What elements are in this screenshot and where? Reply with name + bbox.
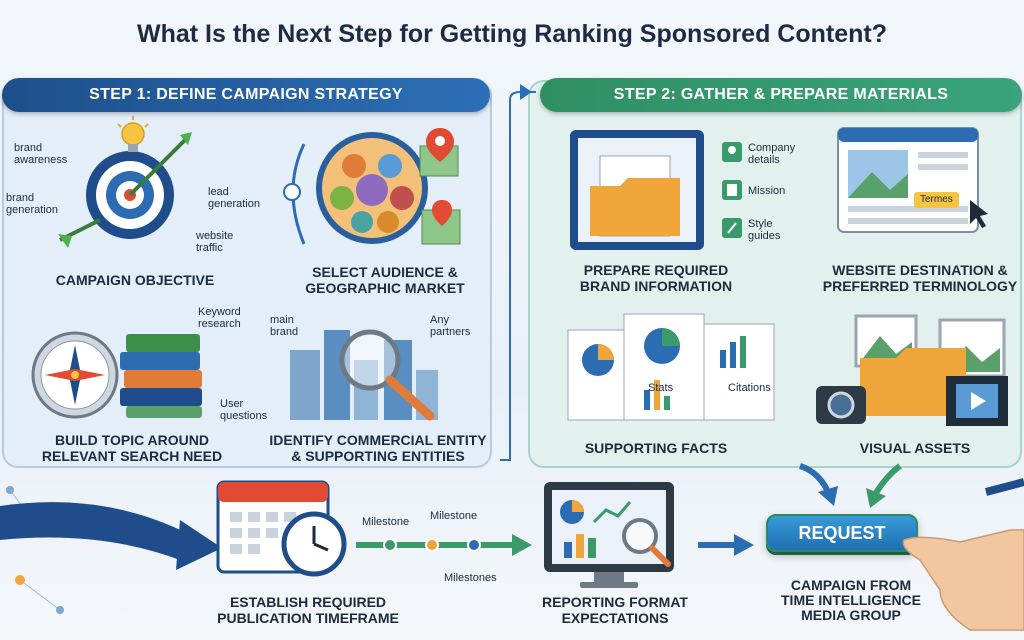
style-guides-icon (722, 218, 742, 238)
step1-banner: STEP 1: DEFINE CAMPAIGN STRATEGY (2, 78, 490, 112)
audience-label: SELECT AUDIENCE & GEOGRAPHIC MARKET (305, 264, 465, 296)
mission-icon (722, 180, 742, 200)
request-button[interactable]: REQUEST (766, 514, 918, 552)
stats-label: Stats (648, 382, 674, 394)
style-guides-label: Style guides (748, 218, 781, 242)
report-monitor-icon (544, 482, 674, 588)
lead-generation-label: lead generation (208, 186, 260, 210)
timeframe-label: ESTABLISH REQUIRED PUBLICATION TIMEFRAME (217, 594, 399, 626)
topic-label: BUILD TOPIC AROUND RELEVANT SEARCH NEED (41, 432, 223, 464)
milestone-1-label: Milestone (362, 516, 410, 528)
visuals-label: VISUAL ASSETS (859, 440, 971, 456)
milestones-label: Milestones (444, 572, 497, 584)
brand-generation-label: brand generation (6, 192, 58, 216)
arrow-to-request (698, 534, 754, 556)
facts-label: SUPPORTING FACTS (584, 440, 728, 456)
terms-tag: Termes (914, 192, 959, 208)
partners-label: Any partners (430, 314, 471, 338)
map-pin-icon (419, 128, 459, 177)
request-campaign-label: CAMPAIGN FROM TIME INTELLIGENCE MEDIA GR… (781, 577, 921, 623)
target-icon (58, 132, 192, 248)
company-details-icon (722, 142, 742, 162)
website-window-icon (837, 127, 988, 233)
milestone-timeline (356, 534, 532, 556)
pointing-hand-icon (902, 529, 1024, 631)
page-title: What Is the Next Step for Getting Rankin… (136, 20, 887, 48)
city-magnifier-icon (290, 329, 438, 421)
network-swoosh-icon (0, 486, 222, 614)
audience-globe-icon (316, 132, 428, 244)
refresh-arrows-icon (283, 143, 306, 245)
arrows-into-request (799, 463, 1024, 508)
map-icon (421, 200, 461, 245)
citations-label: Citations (728, 382, 771, 394)
mission-label: Mission (748, 185, 786, 197)
brand-awareness-label: brand awareness (14, 142, 68, 166)
entity-label: IDENTIFY COMMERCIAL ENTITY & SUPPORTING … (269, 432, 487, 464)
visual-assets-icon (816, 314, 1008, 426)
keyword-research-label: Keyword research (198, 306, 241, 330)
campaign-objective-label: CAMPAIGN OBJECTIVE (55, 272, 215, 288)
calendar-clock-icon (216, 480, 347, 577)
website-label: WEBSITE DESTINATION & PREFERRED TERMINOL… (822, 262, 1018, 294)
folder-monitor-icon (570, 130, 704, 250)
brand-info-label: PREPARE REQUIRED BRAND INFORMATION (579, 262, 733, 294)
user-questions-label: User questions (220, 398, 268, 422)
reports-icon (567, 313, 775, 421)
milestone-2-label: Milestone (430, 510, 478, 522)
company-details-label: Company details (748, 142, 796, 166)
website-traffic-label: website traffic (196, 230, 234, 254)
compass-icon (31, 331, 119, 419)
step2-banner: STEP 2: GATHER & PREPARE MATERIALS (540, 78, 1022, 112)
books-icon (120, 334, 202, 418)
main-brand-label: main brand (270, 314, 299, 338)
reporting-label: REPORTING FORMAT EXPECTATIONS (542, 594, 688, 626)
lightbulb-icon (117, 116, 149, 152)
